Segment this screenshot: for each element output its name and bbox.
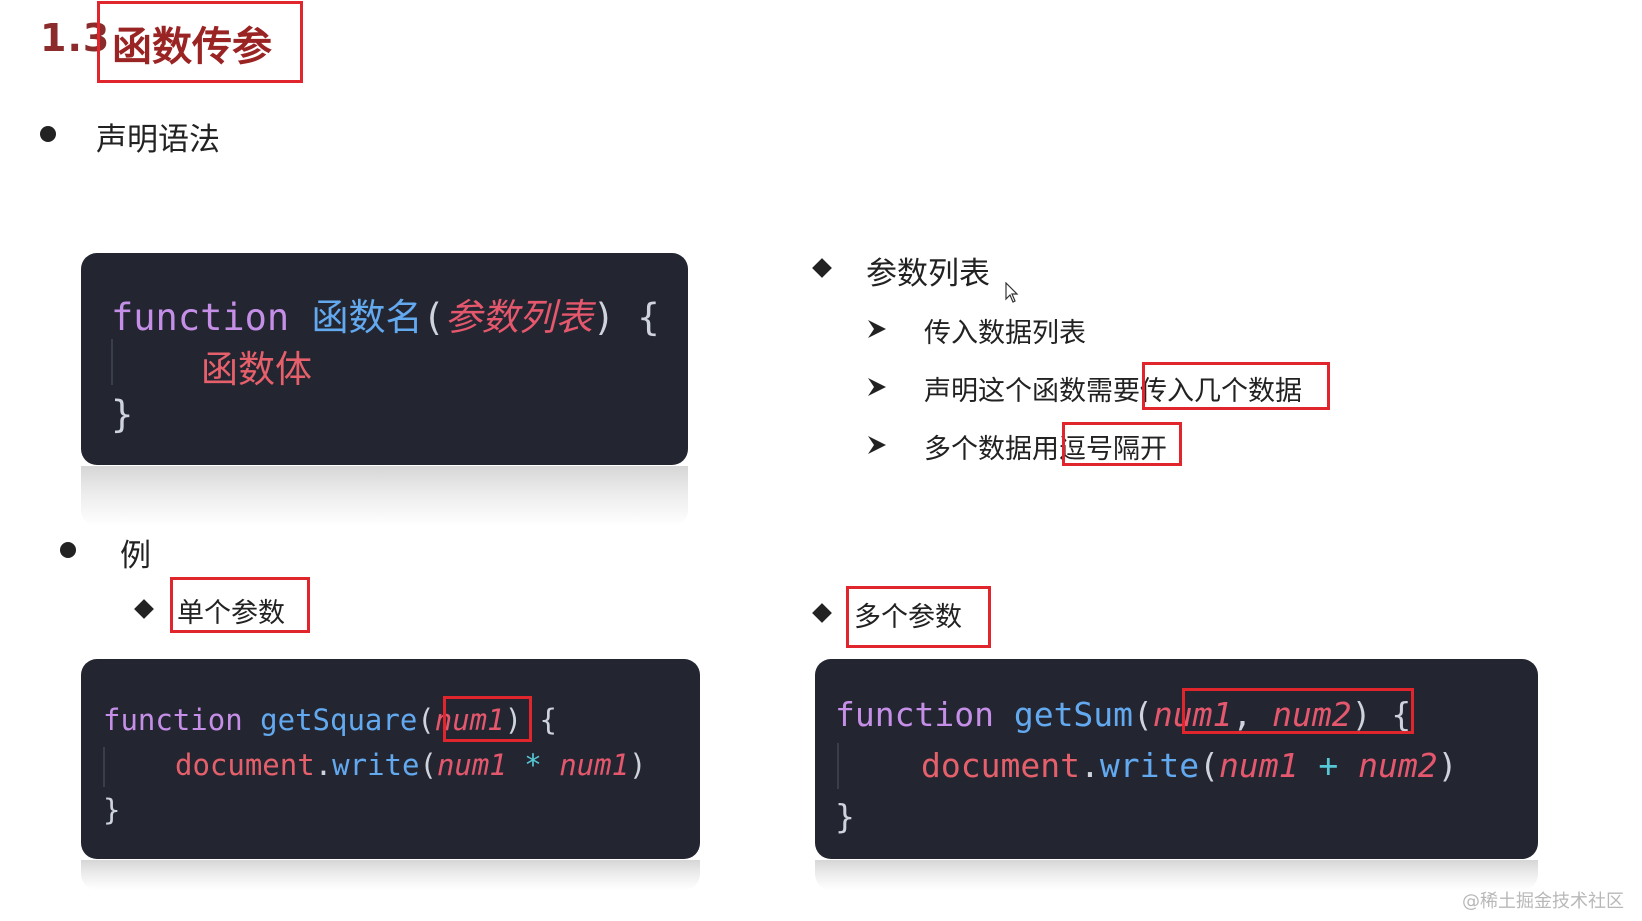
diamond-bullet-icon — [812, 258, 832, 278]
code-object: document — [921, 746, 1080, 785]
bullet-dot-icon — [60, 542, 76, 558]
arrow-bullet-icon — [868, 436, 886, 454]
section-title: 函数传参 — [112, 24, 272, 70]
indent-guide — [103, 747, 105, 787]
code-arg: num1 — [559, 748, 630, 782]
code-params: 参数列表 — [444, 296, 593, 339]
code-call-close: ) — [629, 748, 647, 782]
single-param-code-block: function getSquare(num1) { document.writ… — [81, 659, 700, 859]
param-list-item-text: 声明这个函数需要 — [924, 376, 1140, 407]
code-keyword: function — [111, 296, 290, 339]
code-arg: num2 — [1358, 746, 1438, 785]
code-operator: * — [524, 748, 542, 782]
code-function-name: getSquare — [260, 703, 418, 737]
code-reflection — [81, 860, 700, 890]
code-line-2: document.write(num1 * num1) — [175, 748, 647, 782]
declaration-code-block: function 函数名(参数列表) { 函数体 } — [81, 253, 688, 465]
code-close-brace: } — [111, 393, 134, 436]
code-open-brace: { — [637, 296, 660, 339]
code-call-open: ( — [419, 748, 437, 782]
indent-guide — [111, 339, 113, 385]
declaration-heading: 声明语法 — [96, 122, 220, 158]
param-list-item-highlight: 传入几个数据 — [1140, 376, 1302, 407]
code-keyword: function — [835, 695, 994, 734]
code-param: num1 — [1152, 695, 1233, 734]
code-function-name: 函数名 — [311, 296, 423, 339]
multiple-param-code-block: function getSum(num1, num2) { document.w… — [815, 659, 1538, 859]
highlight-box — [1142, 362, 1330, 410]
highlight-box — [443, 696, 532, 742]
code-open-brace: { — [539, 703, 558, 737]
code-close-brace: } — [835, 797, 855, 836]
code-line-1: function getSum(num1, num2) { — [835, 695, 1411, 734]
code-body: 函数体 — [201, 348, 312, 391]
code-open-paren: ( — [417, 703, 435, 737]
highlight-box — [1182, 688, 1414, 734]
param-list-item: 多个数据用逗号隔开 — [924, 427, 1167, 466]
highlight-box — [1062, 422, 1182, 466]
code-call-open: ( — [1199, 746, 1220, 785]
bullet-dot-icon — [40, 126, 56, 142]
code-dot: . — [1079, 746, 1100, 785]
code-arg: num1 — [1219, 746, 1299, 785]
title-highlight-box — [97, 1, 303, 83]
code-close-paren: ) — [504, 703, 523, 737]
code-reflection — [815, 860, 1538, 890]
code-arg: num1 — [436, 748, 507, 782]
indent-guide — [837, 743, 839, 789]
param-list-item-text: 多个数据用 — [924, 434, 1059, 465]
arrow-bullet-icon — [868, 320, 886, 338]
diamond-bullet-icon — [812, 603, 832, 623]
code-close-paren: ) — [592, 296, 616, 339]
code-line-1: function 函数名(参数列表) { — [111, 287, 660, 341]
code-line-2: document.write(num1 + num2) — [921, 746, 1458, 785]
code-close-paren: ) — [1351, 695, 1372, 734]
code-function-name: getSum — [1013, 695, 1134, 734]
code-open-paren: ( — [422, 296, 445, 339]
diamond-bullet-icon — [134, 599, 154, 619]
param-list-heading: 参数列表 — [866, 256, 990, 292]
code-reflection — [81, 466, 688, 526]
code-param: num2 — [1272, 695, 1352, 734]
code-param: num1 — [434, 703, 505, 737]
multiple-param-label: 多个参数 — [854, 602, 962, 633]
code-open-brace: { — [1391, 695, 1412, 734]
watermark: @稀土掘金技术社区 — [1462, 891, 1624, 912]
highlight-box — [170, 577, 310, 633]
code-method: write — [332, 748, 420, 782]
code-keyword: function — [103, 703, 243, 737]
code-close-brace: } — [103, 793, 121, 827]
code-call-close: ) — [1437, 746, 1458, 785]
code-operator: + — [1318, 746, 1339, 785]
arrow-bullet-icon — [868, 378, 886, 396]
param-list-item-highlight: 逗号隔开 — [1059, 434, 1167, 465]
highlight-box — [846, 586, 991, 648]
example-heading: 例 — [120, 538, 151, 574]
single-param-label: 单个参数 — [177, 598, 285, 629]
code-open-paren: ( — [1133, 695, 1153, 734]
code-method: write — [1099, 746, 1200, 785]
param-list-item: 声明这个函数需要传入几个数据 — [924, 369, 1302, 408]
code-object: document — [175, 748, 315, 782]
code-comma: , — [1232, 695, 1253, 734]
code-line-1: function getSquare(num1) { — [103, 703, 557, 737]
code-dot: . — [314, 748, 333, 782]
param-list-item: 传入数据列表 — [924, 318, 1086, 349]
mouse-cursor-icon — [1005, 282, 1019, 303]
